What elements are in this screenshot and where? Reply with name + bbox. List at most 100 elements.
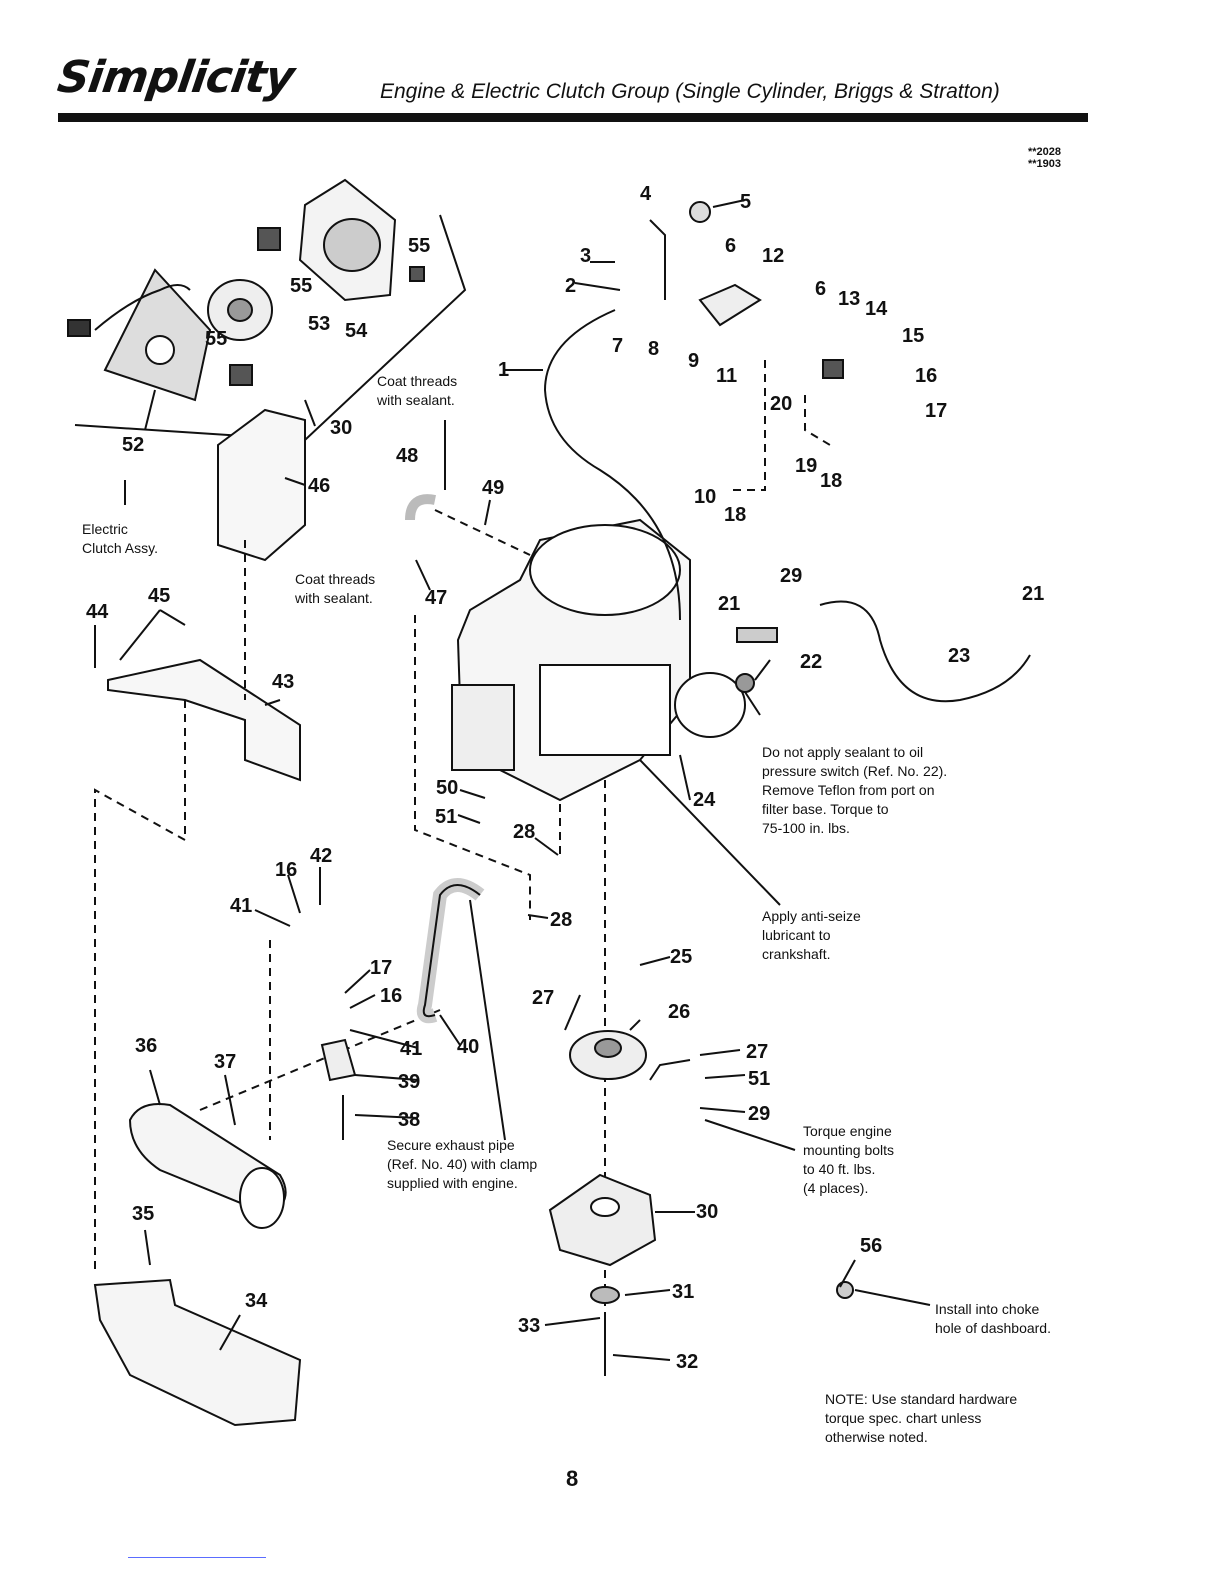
callout-15: 15: [902, 325, 924, 347]
callout-49: 49: [482, 477, 504, 499]
pressure-switch-22: [735, 673, 755, 693]
callout-28a: 28: [513, 821, 535, 843]
note-line: (Ref. No. 40) with clamp: [387, 1156, 538, 1172]
engine-shroud: [539, 664, 671, 756]
clutch-30-hub: [590, 1197, 620, 1217]
note-coat-threads-top: Coat threads with sealant.: [377, 372, 457, 410]
note-line: supplied with engine.: [387, 1175, 518, 1191]
note-electric-clutch: Electric Clutch Assy.: [82, 520, 158, 558]
callout-14: 14: [865, 298, 888, 320]
callout-10: 10: [694, 486, 716, 508]
dash-line-8: [199, 1009, 441, 1111]
callout-33: 33: [518, 1315, 540, 1337]
note-line: to 40 ft. lbs.: [803, 1161, 876, 1177]
callout-54: 54: [345, 320, 368, 342]
callout-30b: 30: [696, 1201, 718, 1223]
note-line: NOTE: Use standard hardware: [825, 1391, 1018, 1407]
knob-5: [689, 201, 711, 223]
callout-32: 32: [676, 1351, 698, 1373]
bracket-12: [698, 283, 762, 327]
callout-38: 38: [398, 1109, 420, 1131]
callout-19: 19: [795, 455, 817, 477]
note-line: 75-100 in. lbs.: [762, 820, 850, 836]
note-line: hole of dashboard.: [935, 1320, 1051, 1336]
callout-26: 26: [668, 1001, 690, 1023]
elbow-48: [405, 494, 436, 521]
note-torque-bolts: Torque engine mounting bolts to 40 ft. l…: [803, 1122, 894, 1198]
note-line: Clutch Assy.: [82, 540, 158, 556]
callout-16b: 16: [275, 859, 297, 881]
callout-51b: 51: [748, 1068, 770, 1090]
callout-5: 5: [740, 191, 751, 213]
note-line: Remove Teflon from port on: [762, 782, 935, 798]
engine-side-box: [451, 684, 515, 771]
note-anti-seize: Apply anti-seize lubricant to crankshaft…: [762, 907, 861, 964]
callout-40: 40: [457, 1036, 479, 1058]
clutch-connector: [67, 319, 91, 337]
dash-line-2: [94, 700, 186, 1270]
note-line: lubricant to: [762, 927, 831, 943]
callout-34: 34: [245, 1290, 268, 1312]
callout-9: 9: [688, 350, 699, 372]
note-line: Apply anti-seize: [762, 908, 861, 924]
note-line: Secure exhaust pipe: [387, 1137, 515, 1153]
note-line: Coat threads: [295, 571, 376, 587]
bracket-39: [320, 1038, 357, 1082]
callout-22: 22: [800, 651, 822, 673]
callout-47: 47: [425, 587, 447, 609]
note-hardware: NOTE: Use standard hardware torque spec.…: [825, 1390, 1017, 1447]
linkage-dash: [730, 360, 766, 491]
callout-39: 39: [398, 1071, 420, 1093]
callout-20: 20: [770, 393, 792, 415]
oil-hose-23: [819, 600, 1031, 703]
callout-41b: 41: [230, 895, 252, 917]
armature-54-center: [323, 218, 381, 272]
callout-16c: 16: [380, 985, 402, 1007]
heat-shield-34: [93, 1278, 302, 1427]
note-line: crankshaft.: [762, 946, 831, 962]
callout-16: 16: [915, 365, 937, 387]
callout-46: 46: [308, 475, 330, 497]
callout-8: 8: [648, 338, 659, 360]
leaders: [94, 199, 931, 1361]
callout-7: 7: [612, 335, 623, 357]
callout-52: 52: [122, 434, 144, 456]
callout-17b: 17: [370, 957, 392, 979]
spring-55a: [257, 227, 281, 251]
note-line: Coat threads: [377, 373, 458, 389]
exhaust-pipe-40-outline: [422, 884, 481, 1018]
callout-55b: 55: [290, 275, 312, 297]
callout-12: 12: [762, 245, 784, 267]
clutch-assy-bracket: [74, 214, 467, 442]
callout-17: 17: [925, 400, 947, 422]
control-lever-4: [649, 219, 666, 300]
callout-50: 50: [436, 777, 458, 799]
callout-36: 36: [135, 1035, 157, 1057]
note-line: filter base. Torque to: [762, 801, 889, 817]
linkage-dash-2: [804, 395, 831, 446]
bracket-43: [107, 658, 301, 782]
bottom-link-underline[interactable]: [128, 1557, 266, 1558]
header-rule: [58, 113, 1088, 122]
model-codes: **2028 **1903: [1028, 146, 1061, 170]
callout-4: 4: [640, 183, 652, 205]
callout-2: 2: [565, 275, 576, 297]
callout-41a: 41: [400, 1038, 422, 1060]
note-exhaust-pipe: Secure exhaust pipe (Ref. No. 40) with c…: [387, 1136, 537, 1193]
page-number: 8: [566, 1466, 579, 1491]
fitting-29: [736, 627, 778, 643]
oil-filter-24: [674, 672, 746, 738]
note-line: otherwise noted.: [825, 1429, 928, 1445]
callout-24: 24: [693, 789, 716, 811]
note-line: Torque engine: [803, 1123, 892, 1139]
note-line: mounting bolts: [803, 1142, 895, 1158]
callout-13: 13: [838, 288, 860, 310]
dash-line-7: [434, 509, 531, 556]
callout-44: 44: [86, 601, 109, 623]
callout-25: 25: [670, 946, 692, 968]
note-choke: Install into choke hole of dashboard.: [935, 1300, 1051, 1338]
callout-18b: 18: [724, 504, 746, 526]
callout-28b: 28: [550, 909, 572, 931]
callout-35: 35: [132, 1203, 154, 1225]
